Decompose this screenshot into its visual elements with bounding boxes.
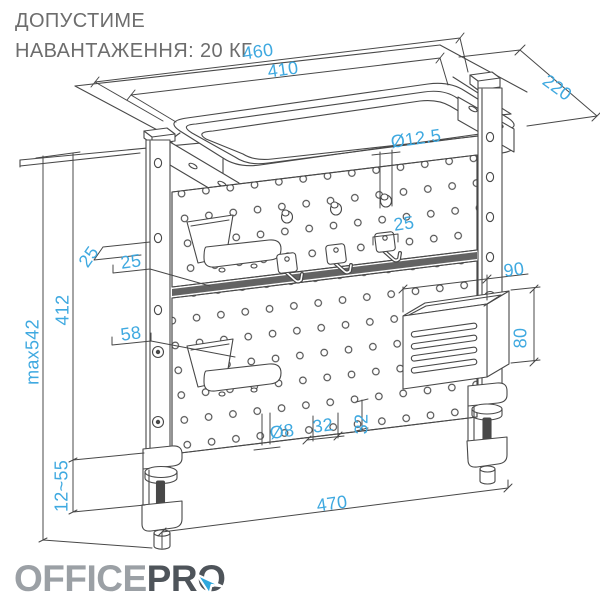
pegboard-panels: [171, 154, 478, 455]
dim-side-offset-width: 25: [119, 250, 143, 273]
logo-text-pro: PRO: [146, 558, 226, 599]
left-desk-clamp: [141, 445, 183, 550]
dim-cup-height: 80: [510, 327, 531, 349]
left-rail-screws: [151, 345, 165, 429]
clamp-knob: [479, 465, 496, 485]
left-rail: [143, 127, 176, 469]
cup-vent-slots: [410, 322, 478, 374]
dim-clamp-thickness-range: 12~55: [51, 459, 72, 513]
load-capacity-note: ДОПУСТИМЕ НАВАНТАЖЕННЯ: 20 КГ: [15, 6, 252, 66]
dim-clamp-span-width: 470: [315, 491, 349, 516]
dimension-lines: [35, 32, 600, 549]
dim-tray-inner-width: 410: [266, 57, 300, 82]
storage-cup: [402, 290, 510, 390]
logo-text-office: OFFICE: [14, 558, 147, 599]
dim-max-total-height: max542: [22, 319, 43, 385]
load-note-line2: НАВАНТАЖЕННЯ: 20 КГ: [15, 40, 253, 62]
shelf-bracket-upper: [186, 214, 282, 273]
dim-hook-plate-width: 25: [392, 212, 416, 235]
dim-board-hole-diameter: Ø8: [268, 419, 296, 444]
dim-hole-pitch-vertical: 32: [351, 413, 372, 435]
dim-cup-width: 90: [502, 258, 526, 281]
shelf-bracket-lower: [186, 338, 282, 397]
dim-column-height: 412: [52, 294, 73, 326]
cursor-icon: [196, 573, 224, 596]
load-note-line1: ДОПУСТИМЕ: [15, 10, 146, 32]
hooks: [276, 231, 402, 284]
dim-shelf-offset: 58: [119, 322, 143, 345]
pegs: [280, 193, 393, 224]
dim-hole-pitch-horizontal: 32: [311, 414, 335, 437]
panel-seam: [172, 252, 477, 296]
right-desk-clamp: [466, 382, 508, 485]
